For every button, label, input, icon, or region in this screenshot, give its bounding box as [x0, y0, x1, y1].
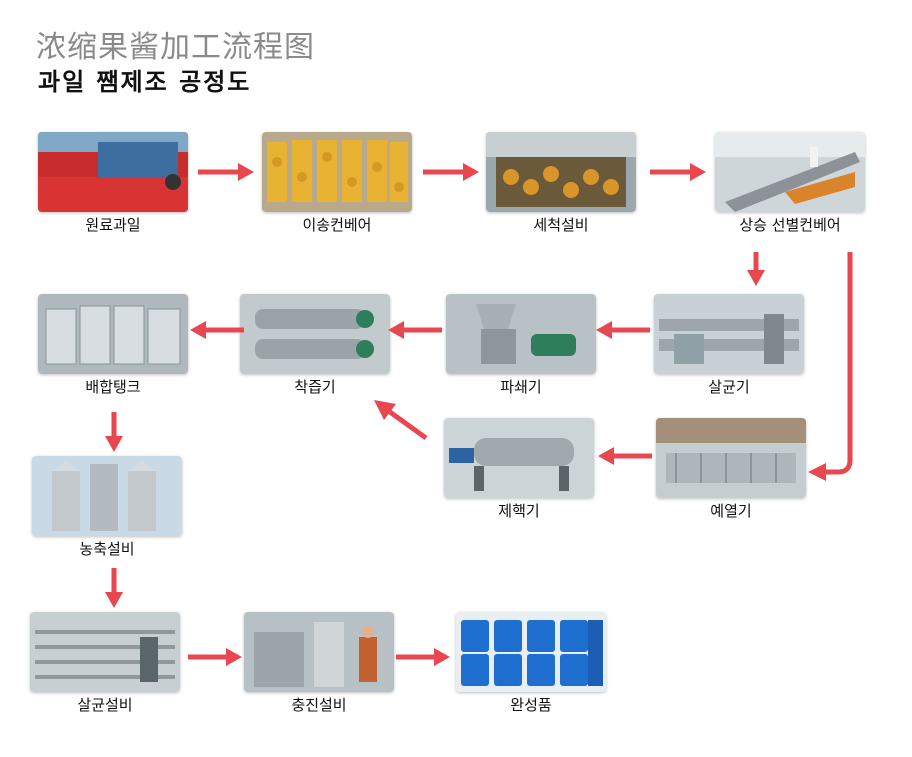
step-crusher: 파쇄기: [446, 294, 596, 404]
step-label: 배합탱크: [85, 378, 141, 396]
crusher-photo: [446, 294, 596, 374]
step-sterilizing-equipment: 살균설비: [30, 612, 180, 722]
arrow-down-3: [104, 566, 124, 610]
sterilizer-photo: [654, 294, 804, 374]
step-label: 착즙기: [294, 378, 336, 396]
step-filling-equipment: 충진설비: [244, 612, 394, 722]
step-label: 이송컨베어: [302, 216, 372, 234]
preheater-photo: [656, 418, 806, 498]
arrow-bent-long: [800, 250, 870, 481]
filling-equipment-photo: [244, 612, 394, 692]
sterilizing-equipment-photo: [30, 612, 180, 692]
arrow-left-3: [596, 320, 652, 340]
arrow-right-5: [394, 647, 452, 667]
step-label: 농축설비: [79, 540, 135, 558]
step-conveyor: 이송컨베어: [262, 132, 412, 242]
step-label: 원료과일: [85, 216, 141, 234]
step-label: 살균설비: [77, 696, 133, 714]
juicer-photo: [240, 294, 390, 374]
step-label: 충진설비: [291, 696, 347, 714]
arrow-diagonal: [372, 398, 432, 444]
step-label: 예열기: [710, 502, 752, 520]
concentrator-photo: [32, 456, 182, 536]
step-label: 상승 선별컨베어: [739, 216, 841, 234]
step-label: 제핵기: [498, 502, 540, 520]
step-label: 세척설비: [533, 216, 589, 234]
step-label: 파쇄기: [500, 378, 542, 396]
arrow-right-4: [186, 647, 244, 667]
step-mixing-tank: 배합탱크: [38, 294, 188, 404]
arrow-down-1: [746, 250, 766, 288]
arrow-left-4: [598, 446, 654, 466]
sorting-conveyor-photo: [715, 132, 865, 212]
arrow-right-3: [648, 162, 708, 182]
step-concentrator: 농축설비: [32, 456, 182, 566]
finished-product-photo: [456, 612, 606, 692]
arrow-left-1: [190, 320, 246, 340]
washing-photo: [486, 132, 636, 212]
raw-fruit-photo: [38, 132, 188, 212]
step-sorting-conveyor: 상승 선별컨베어: [715, 132, 865, 242]
step-juicer: 착즙기: [240, 294, 390, 404]
step-finished-product: 완성품: [456, 612, 606, 722]
step-washing: 세척설비: [486, 132, 636, 242]
arrow-down-2: [104, 410, 124, 454]
step-pitting: 제핵기: [444, 418, 594, 528]
step-sterilizer: 살균기: [654, 294, 804, 404]
arrow-left-2: [388, 320, 444, 340]
page-title-korean: 과일 쨈제조 공정도: [38, 68, 252, 96]
step-label: 완성품: [510, 696, 552, 714]
step-label: 살균기: [708, 378, 750, 396]
step-raw-fruit: 원료과일: [38, 132, 188, 242]
arrow-right-2: [421, 162, 481, 182]
pitting-photo: [444, 418, 594, 498]
conveyor-photo: [262, 132, 412, 212]
arrow-right-1: [196, 162, 256, 182]
page-title-chinese: 浓缩果酱加工流程图: [36, 30, 315, 65]
mixing-tank-photo: [38, 294, 188, 374]
step-preheater: 예열기: [656, 418, 806, 528]
